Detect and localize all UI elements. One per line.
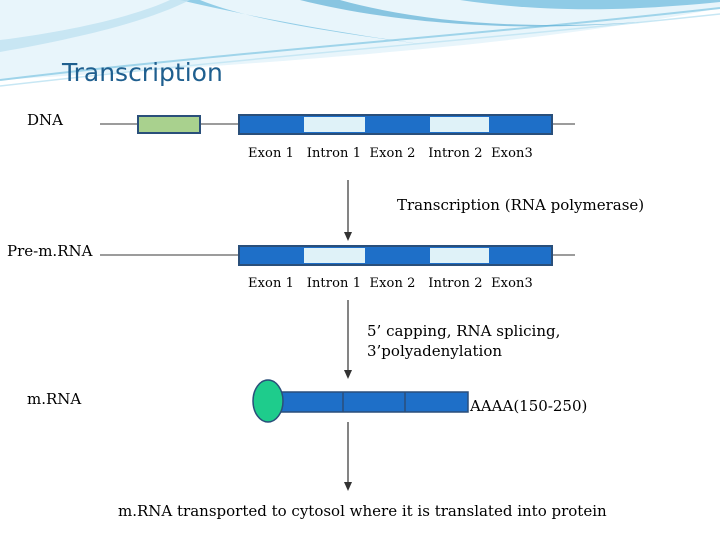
- dna-intron-2: [430, 117, 489, 132]
- pre-mrna-exon-1: [241, 248, 302, 263]
- pre-mrna-intron-2: [430, 248, 489, 263]
- transcription-step-label: Transcription (RNA polymerase): [397, 196, 645, 214]
- mrna-label: m.RNA: [27, 390, 82, 408]
- header-decoration: [0, 0, 720, 87]
- pre-mrna-segment-labels: Exon 1 Intron 1 Exon 2 Intron 2 Exon3: [248, 276, 533, 291]
- dna-intron-1: [304, 117, 365, 132]
- mrna-outline: [279, 391, 469, 413]
- dna-segment-labels: Exon 1 Intron 1 Exon 2 Intron 2 Exon3: [248, 146, 533, 161]
- poly-a-tail-label: AAAA(150-250): [470, 397, 588, 415]
- arrow-3-head: [344, 482, 352, 491]
- pre-mrna-intron-1: [304, 248, 365, 263]
- processing-step-line-2: 3’polyadenylation: [367, 342, 503, 360]
- arrow-1-head: [344, 232, 352, 241]
- dna-promoter-box: [137, 115, 201, 134]
- translation-step-label: m.RNA transported to cytosol where it is…: [118, 502, 607, 520]
- pre-mrna-exon-3: [491, 248, 550, 263]
- dna-exon-2: [367, 117, 428, 132]
- arrow-2-head: [344, 370, 352, 379]
- dna-label: DNA: [27, 111, 63, 129]
- processing-step-line-1: 5’ capping, RNA splicing,: [367, 322, 561, 340]
- page-title: Transcription: [62, 58, 223, 87]
- mrna-5prime-cap: [252, 379, 284, 423]
- dna-exon-1: [241, 117, 302, 132]
- dna-exon-3: [491, 117, 550, 132]
- pre-mrna-exon-2: [367, 248, 428, 263]
- pre-mrna-label: Pre-m.RNA: [7, 242, 93, 260]
